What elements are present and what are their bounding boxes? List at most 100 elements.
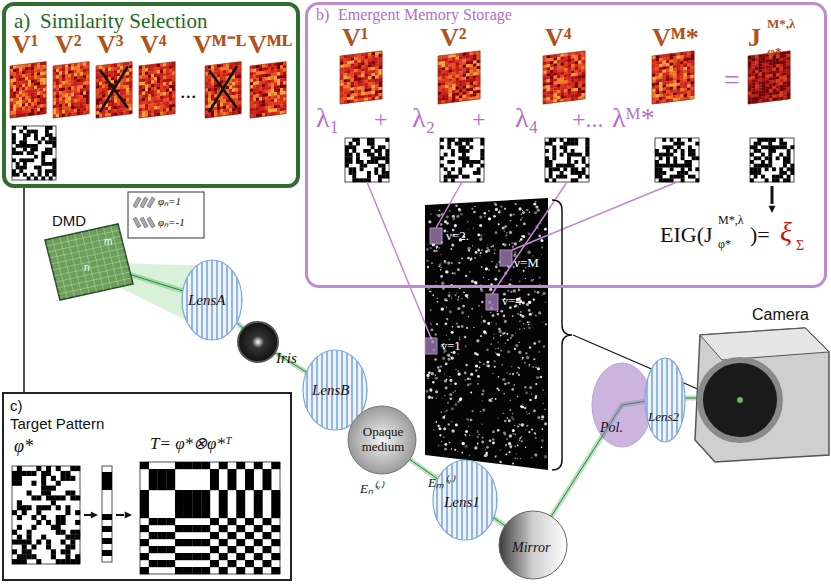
matrix-outline	[438, 51, 480, 104]
pattern-pixel	[19, 169, 23, 173]
pattern-pixel	[16, 166, 20, 170]
pattern-pixel	[23, 162, 27, 166]
pattern-pixel	[52, 140, 56, 144]
pattern-pixel	[45, 169, 49, 173]
pattern-pixel	[27, 151, 31, 155]
pattern-pixel	[34, 155, 38, 159]
matrix-outline	[250, 62, 286, 118]
heatmap-matrix	[53, 62, 89, 119]
pattern-pixel	[34, 133, 38, 137]
pattern-pixel	[12, 158, 16, 162]
pattern-ground	[12, 126, 56, 180]
pattern-pixel	[34, 130, 38, 134]
heatmap-matrix	[205, 62, 241, 119]
pattern-pixel	[27, 144, 31, 148]
pattern-pixel	[45, 126, 49, 130]
matrix-outline	[96, 62, 132, 118]
reject-cross	[100, 66, 128, 112]
matrix-outline	[10, 62, 46, 118]
pattern-pixel	[12, 148, 16, 152]
heatmap-matrix	[652, 51, 694, 104]
pattern-pixel	[34, 166, 38, 170]
pattern-pixel	[19, 158, 23, 162]
heatmap-matrix	[96, 62, 132, 119]
pattern-pixel	[16, 144, 20, 148]
matrix-outline	[53, 62, 89, 118]
pattern-pixel	[23, 126, 27, 130]
matrix-outline	[340, 51, 382, 104]
pattern-pixel	[34, 148, 38, 152]
pattern-pixel	[45, 151, 49, 155]
pattern-pixel	[41, 162, 45, 166]
pattern-pixel	[49, 162, 53, 166]
pattern-pixel	[49, 126, 53, 130]
pattern-pixel	[52, 173, 56, 177]
pattern-pixel	[52, 137, 56, 141]
pattern-pixel	[41, 158, 45, 162]
pattern-pixel	[19, 166, 23, 170]
matrix-outline	[205, 62, 241, 118]
pattern-pixel	[16, 173, 20, 177]
pattern-pixel	[52, 166, 56, 170]
pattern-pixel	[30, 173, 34, 177]
pattern-pixel	[52, 169, 56, 173]
pattern-pixel	[23, 158, 27, 162]
pattern-pixel	[45, 140, 49, 144]
pattern-pixel	[45, 162, 49, 166]
pattern-pixel	[45, 173, 49, 177]
heatmap-matrix	[340, 51, 382, 104]
heatmap-matrix	[139, 62, 175, 119]
pattern-pixel	[38, 169, 42, 173]
heatmap-matrix	[10, 62, 46, 119]
pattern-pixel	[38, 140, 42, 144]
pattern-pixel	[23, 148, 27, 152]
pattern-pixel	[27, 133, 31, 137]
pattern-pixel	[38, 173, 42, 177]
pattern-pixel	[19, 140, 23, 144]
pattern-pixel	[12, 173, 16, 177]
pattern-pixel	[12, 151, 16, 155]
binary-pattern	[12, 126, 56, 180]
pattern-pixel	[41, 151, 45, 155]
heatmap-matrix	[543, 51, 585, 104]
pattern-pixel	[34, 144, 38, 148]
pattern-pixel	[52, 144, 56, 148]
pattern-pixel	[41, 155, 45, 159]
pattern-pixel	[49, 137, 53, 141]
pattern-pixel	[49, 169, 53, 173]
pattern-pixel	[30, 144, 34, 148]
pattern-pixel	[30, 151, 34, 155]
pattern-pixel	[41, 176, 45, 180]
pattern-pixel	[19, 130, 23, 134]
pattern-pixel	[49, 151, 53, 155]
pattern-pixel	[30, 130, 34, 134]
pattern-pixel	[45, 148, 49, 152]
pattern-pixel	[41, 137, 45, 141]
pattern-pixel	[23, 137, 27, 141]
pattern-pixel	[30, 158, 34, 162]
pattern-pixel	[45, 133, 49, 137]
reject-cross	[209, 66, 237, 112]
pattern-pixel	[12, 133, 16, 137]
pattern-pixel	[12, 126, 16, 130]
pattern-pixel	[52, 162, 56, 166]
heatmap-matrix	[250, 62, 286, 119]
pattern-pixel	[23, 133, 27, 137]
pattern-pixel	[12, 137, 16, 141]
pattern-pixel	[34, 176, 38, 180]
pattern-pixel	[23, 140, 27, 144]
pattern-pixel	[19, 144, 23, 148]
pattern-pixel	[19, 151, 23, 155]
pattern-pixel	[34, 137, 38, 141]
pattern-pixel	[52, 158, 56, 162]
matrix-outline	[139, 62, 175, 118]
pattern-pixel	[49, 133, 53, 137]
pattern-pixel	[49, 140, 53, 144]
pattern-pixel	[23, 166, 27, 170]
pattern-pixel	[38, 166, 42, 170]
pattern-pixel	[27, 158, 31, 162]
pattern-pixel	[12, 140, 16, 144]
pattern-pixel	[27, 130, 31, 134]
